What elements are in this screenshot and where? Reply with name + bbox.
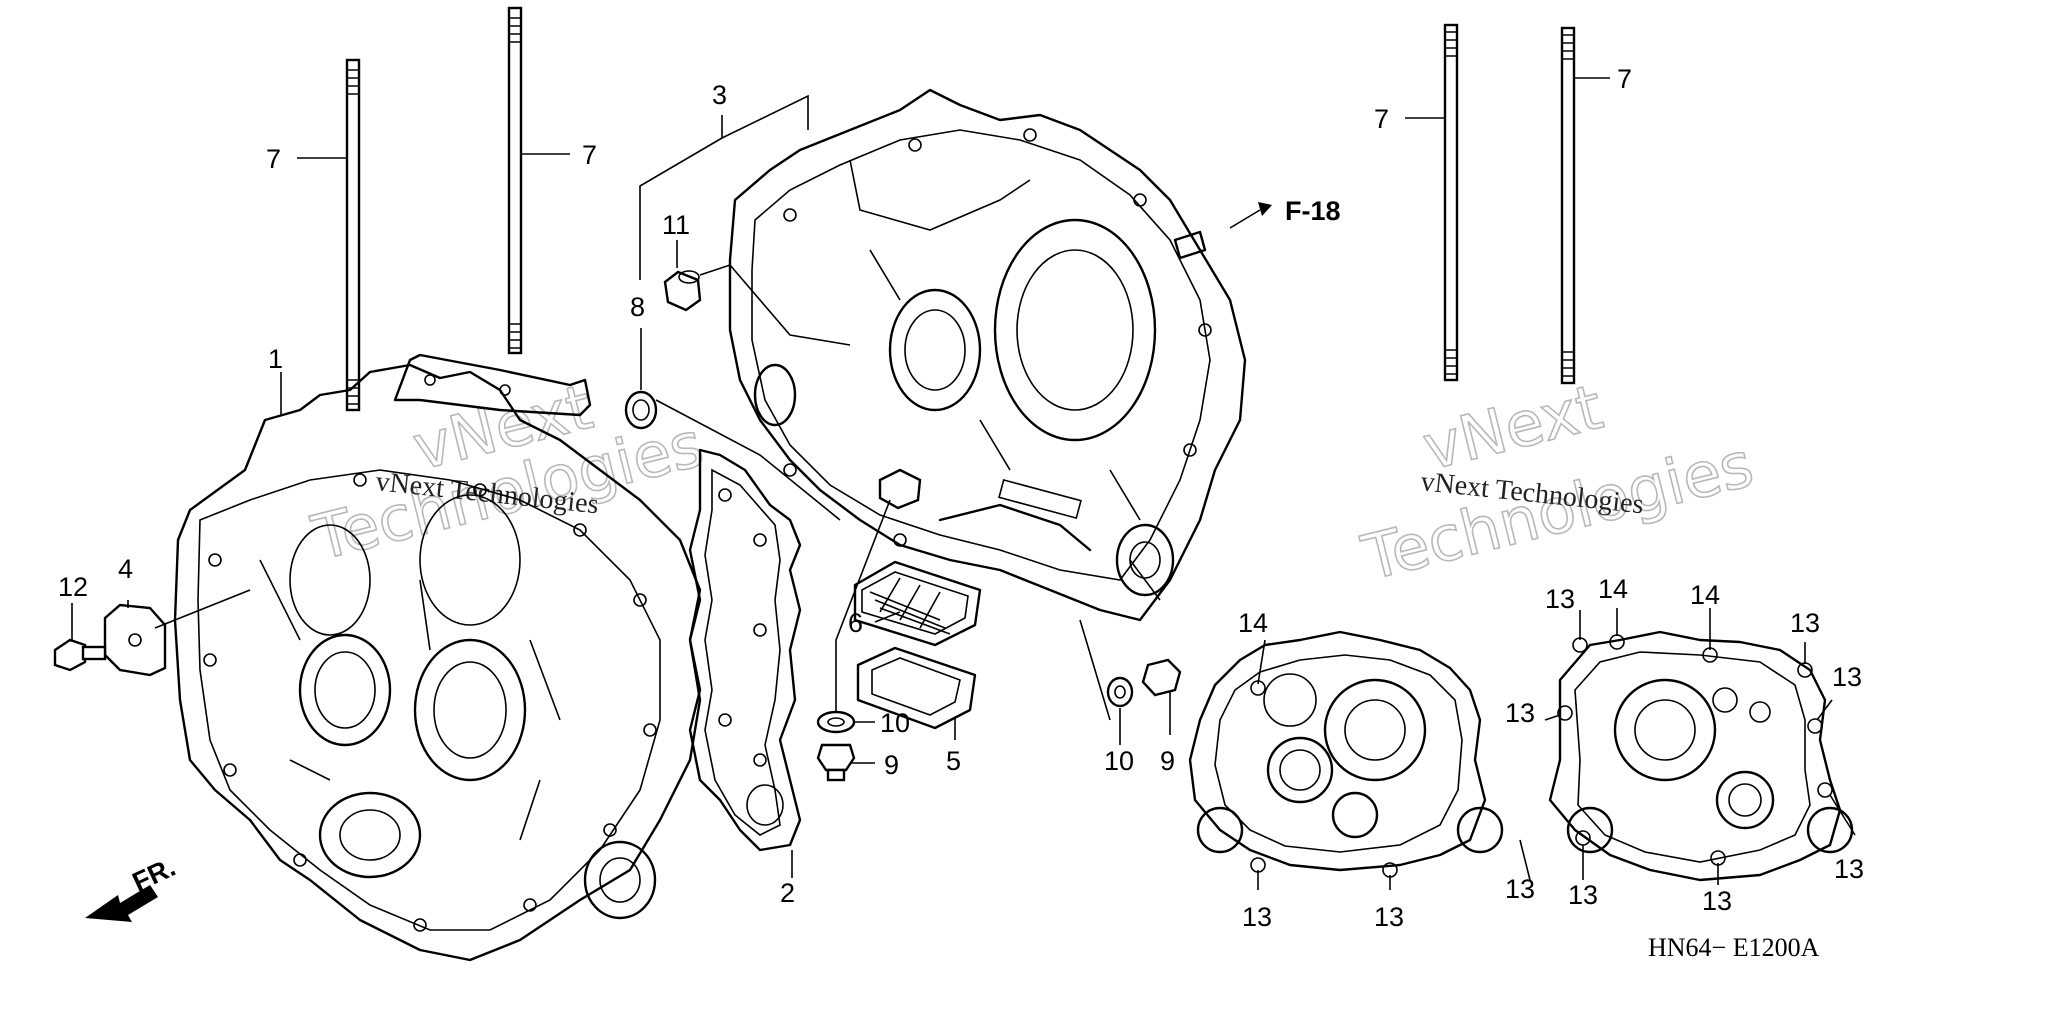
label-part-13c: 13 — [1545, 584, 1575, 614]
label-part-11: 11 — [662, 210, 690, 240]
label-part-12: 12 — [58, 572, 88, 602]
label-part-13a: 13 — [1242, 902, 1272, 932]
label-part-14a: 14 — [1238, 608, 1268, 638]
strainer-frame — [856, 646, 977, 730]
label-part-5: 5 — [946, 746, 961, 776]
label-part-13j: 13 — [1834, 854, 1864, 884]
label-part-7d: 7 — [1617, 64, 1632, 94]
strainer-screen — [853, 560, 982, 647]
label-part-13i: 13 — [1702, 886, 1732, 916]
label-part-6: 6 — [848, 608, 863, 638]
label-part-13d: 13 — [1790, 608, 1820, 638]
diagram-code: HN64− E1200A — [1648, 933, 1820, 962]
label-part-2: 2 — [780, 878, 795, 908]
stud-bolt-2 — [507, 6, 523, 355]
label-part-7b: 7 — [582, 140, 597, 170]
label-part-9a: 9 — [884, 750, 899, 780]
part-labels: 1 2 3 4 5 6 7 7 7 7 8 9 9 10 10 11 12 14… — [58, 64, 1864, 962]
drain-bolt-right — [1141, 658, 1182, 697]
label-part-9b: 9 — [1160, 746, 1175, 776]
label-part-7c: 7 — [1374, 104, 1389, 134]
oil-seal — [624, 390, 658, 430]
label-part-10b: 10 — [1104, 746, 1134, 776]
sealing-washer-right — [1106, 676, 1134, 708]
cover-plate — [103, 603, 167, 677]
breather-plate — [393, 353, 592, 417]
label-part-13e: 13 — [1832, 662, 1862, 692]
crankcase-gasket — [688, 448, 802, 852]
label-part-13h: 13 — [1568, 880, 1598, 910]
left-crankcase — [173, 363, 702, 962]
right-crankcase — [728, 88, 1247, 622]
leader-lines — [71, 77, 1856, 890]
stud-bolt-1 — [345, 58, 361, 412]
label-part-13b: 13 — [1374, 902, 1404, 932]
label-part-7a: 7 — [266, 144, 281, 174]
flange-bolt — [53, 638, 107, 672]
dowel-pin — [663, 270, 702, 312]
stud-bolt-4 — [1560, 26, 1576, 385]
front-arrow: FR. — [85, 852, 180, 922]
crankcase-view-left — [1188, 630, 1504, 878]
drain-bolt-left — [816, 743, 856, 782]
stud-bolt-3 — [1443, 23, 1459, 382]
label-part-8: 8 — [630, 292, 645, 322]
label-part-1: 1 — [268, 344, 283, 374]
label-part-3: 3 — [712, 80, 727, 110]
front-label: FR. — [128, 852, 180, 898]
sealing-washer-left — [816, 710, 856, 734]
reference-label: F-18 — [1285, 196, 1341, 226]
label-part-14c: 14 — [1690, 580, 1720, 610]
label-part-13g: 13 — [1505, 874, 1535, 904]
label-part-10a: 10 — [880, 708, 910, 738]
label-part-4: 4 — [118, 554, 133, 584]
crankcase-view-right — [1548, 630, 1854, 882]
label-part-14b: 14 — [1598, 574, 1628, 604]
check-valve — [878, 468, 922, 510]
watermark-right: vNext Technologies vNext Technologies — [1354, 369, 1761, 595]
label-part-13f: 13 — [1505, 698, 1535, 728]
